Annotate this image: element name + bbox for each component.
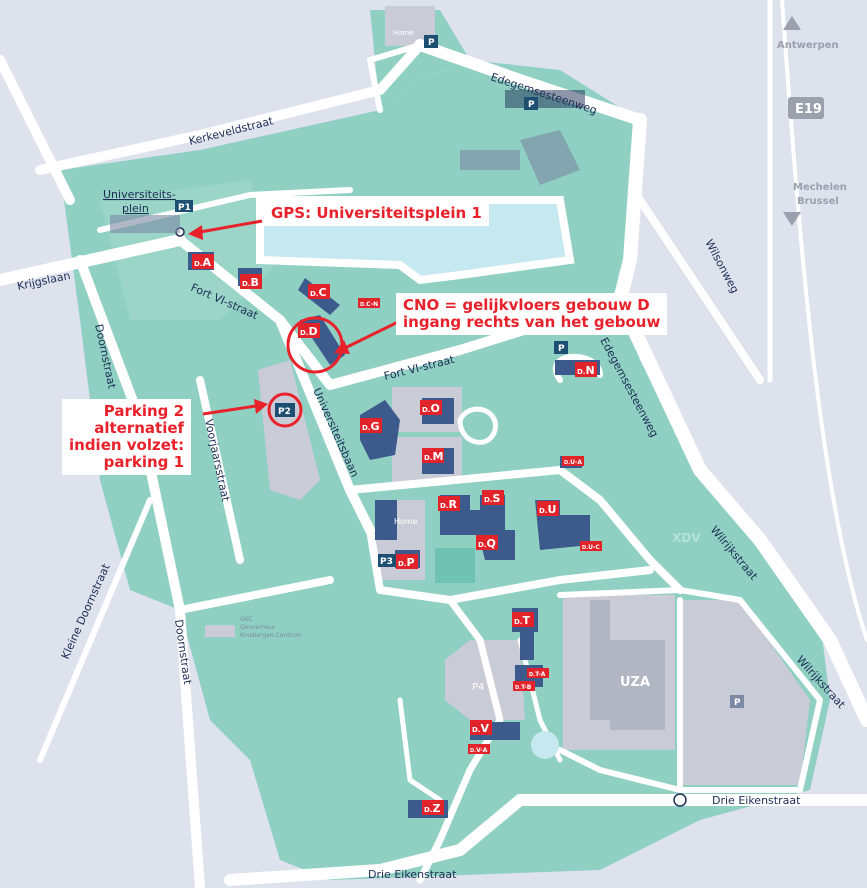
- building-tag-v-label: D.V: [472, 722, 489, 735]
- p2-callout-line2: alternatief: [94, 419, 185, 437]
- building-tag-r-label: D.R: [440, 498, 457, 511]
- building-tag-p-label: D.P: [398, 556, 415, 569]
- parking-east-area: [680, 600, 810, 785]
- parking-top-label: P: [428, 38, 435, 48]
- cno-callout: CNO = gelijkvloers gebouw D ingang recht…: [396, 293, 668, 335]
- building-tag-c-label: D.C: [310, 286, 327, 299]
- building-tag-cn[interactable]: D.C-N: [358, 298, 380, 308]
- building-tag-g-label: D.G: [362, 420, 380, 433]
- street-drie-eikenstraat-bottom: Drie Eikenstraat: [368, 868, 457, 881]
- p2-callout-line4: parking 1: [103, 453, 185, 471]
- building-tag-a[interactable]: D.A: [192, 254, 214, 269]
- building-tag-o-label: D.O: [422, 402, 440, 415]
- parking-edegem-label: P: [528, 100, 535, 110]
- arrow-up-icon: [783, 16, 801, 30]
- place-gkc-1: GKC: [240, 616, 252, 623]
- cno-callout-line2: ingang rechts van het gebouw: [403, 313, 661, 331]
- highway-mechelen: Mechelen: [793, 182, 847, 193]
- parking-east[interactable]: P: [730, 695, 744, 708]
- highway-antwerpen: Antwerpen: [777, 40, 839, 51]
- building-tag-n[interactable]: D.N: [575, 362, 597, 377]
- parking-p3[interactable]: P3: [378, 554, 396, 567]
- building-tag-m-label: D.M: [424, 450, 443, 463]
- building-tag-uc[interactable]: D.U-C: [580, 541, 602, 551]
- highway-e19: E19: [795, 102, 822, 117]
- building-tag-tb[interactable]: D.T-B: [513, 681, 535, 691]
- place-gkc-3: Kinsbergen Centrum: [240, 632, 302, 639]
- building-tag-c[interactable]: D.C: [308, 284, 330, 299]
- place-home-mid: Home: [394, 517, 418, 526]
- parking-edegem[interactable]: P: [524, 97, 538, 110]
- gps-callout-text: GPS: Universiteitsplein 1: [271, 204, 482, 222]
- arrow-down-icon: [783, 212, 801, 226]
- building-tag-b-label: D.B: [242, 276, 259, 289]
- building-tag-p[interactable]: D.P: [396, 554, 418, 569]
- building-tag-a-label: D.A: [194, 256, 211, 269]
- building-tag-g[interactable]: D.G: [360, 418, 382, 433]
- parking-p2-label: P2: [278, 407, 291, 417]
- building-tag-ta-label: D.T-A: [529, 671, 546, 678]
- building-tag-z[interactable]: D.Z: [422, 800, 444, 815]
- parking-p2[interactable]: P2: [275, 403, 295, 417]
- highway-shield: [788, 97, 824, 119]
- building-tag-q[interactable]: D.Q: [476, 535, 498, 550]
- building-tag-ua-label: D.U-A: [564, 459, 582, 466]
- building-tag-n-label: D.N: [577, 364, 595, 377]
- building-tag-d-label: D.D: [300, 325, 318, 338]
- building-tag-ua[interactable]: D.U-A: [562, 456, 584, 466]
- parking-n-label: P: [558, 344, 565, 354]
- street-universiteitsplein-2: plein: [122, 202, 149, 215]
- p2-highlight-circle: [267, 392, 303, 428]
- street-universiteitsplein-1: Universiteits-: [103, 188, 176, 201]
- building-tag-cn-label: D.C-N: [360, 301, 378, 308]
- cno-callout-line1: CNO = gelijkvloers gebouw D: [403, 296, 650, 314]
- p2-callout-line1: Parking 2: [103, 402, 185, 420]
- p4-area: [445, 640, 525, 720]
- building-tag-ta[interactable]: D.T-A: [527, 668, 549, 678]
- building-tag-b[interactable]: D.B: [240, 274, 262, 289]
- building-tag-va-label: D.V-A: [470, 747, 488, 754]
- building-tag-s-label: D.S: [484, 492, 500, 505]
- parking-n[interactable]: P: [554, 341, 568, 354]
- p2-area: [258, 360, 320, 500]
- building-tag-o[interactable]: D.O: [420, 400, 442, 415]
- place-gkc-2: Gouverneur: [240, 624, 276, 631]
- p2-callout-line3: indien volzet:: [69, 436, 185, 454]
- building-tag-t[interactable]: D.T: [512, 612, 534, 627]
- place-p4: P4: [472, 682, 484, 693]
- parking-p3-label: P3: [380, 557, 393, 567]
- building-tag-q-label: D.Q: [478, 537, 496, 550]
- gps-callout: GPS: Universiteitsplein 1: [264, 201, 489, 226]
- building-tag-m[interactable]: D.M: [422, 448, 444, 463]
- building-tag-t-label: D.T: [514, 614, 530, 627]
- building-tag-va[interactable]: D.V-A: [468, 744, 490, 754]
- place-uza: UZA: [620, 675, 650, 690]
- parking-p1[interactable]: P1: [175, 200, 193, 213]
- building-tag-z-label: D.Z: [424, 802, 440, 815]
- building-tag-u-label: D.U: [539, 503, 556, 516]
- place-home-top: Home: [393, 29, 414, 37]
- street-drie-eikenstraat-right: Drie Eikenstraat: [712, 794, 801, 807]
- place-xdv: XDV: [672, 531, 701, 545]
- parking-top[interactable]: P: [424, 35, 438, 48]
- building-tag-u[interactable]: D.U: [537, 501, 559, 516]
- parking-p1-label: P1: [178, 203, 191, 213]
- building-tag-uc-label: D.U-C: [582, 544, 600, 551]
- p2-callout: Parking 2 alternatief indien volzet: par…: [62, 399, 192, 475]
- parking-east-label: P: [734, 698, 741, 708]
- building-tag-tb-label: D.T-B: [515, 684, 532, 691]
- building-tag-v[interactable]: D.V: [470, 720, 492, 735]
- building-tag-s[interactable]: D.S: [482, 490, 504, 505]
- building-tag-d[interactable]: D.D: [298, 323, 320, 338]
- callout-arrows: [188, 219, 399, 416]
- building-tag-r[interactable]: D.R: [438, 496, 460, 511]
- highway-brussel: Brussel: [797, 196, 839, 207]
